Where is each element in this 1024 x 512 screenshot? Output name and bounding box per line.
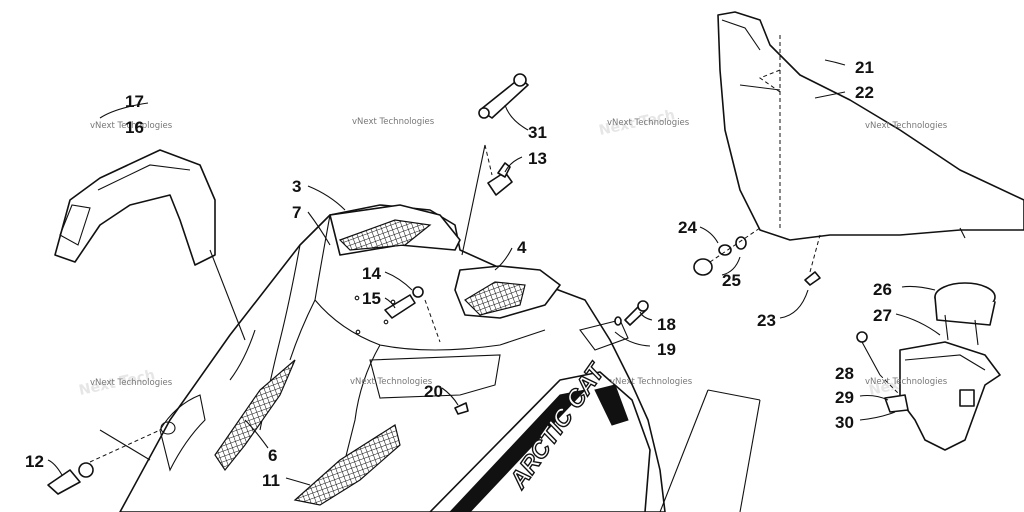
screw-23: [804, 234, 821, 286]
callout-13: 13: [528, 149, 547, 168]
callout-18: 18: [657, 315, 676, 334]
callout-17: 17: [125, 92, 144, 111]
callout-4: 4: [517, 238, 527, 257]
watermark-3: vNext Technologies: [607, 118, 690, 128]
windshield-fasteners: [693, 227, 761, 276]
grommet-part: [478, 73, 529, 119]
callout-15: 15: [362, 289, 381, 308]
callout-31: 31: [528, 123, 547, 142]
callout-22: 22: [855, 83, 874, 102]
watermark-6: vNext Technologies: [350, 377, 433, 387]
callout-30: 30: [835, 413, 854, 432]
callout-20: 20: [424, 382, 443, 401]
callout-27: 27: [873, 306, 892, 325]
callout-16: 16: [125, 118, 144, 137]
watermark-5: vNext Technologies: [90, 378, 173, 388]
callout-11: 11: [262, 471, 280, 490]
callout-7: 7: [292, 203, 301, 222]
callouts: 17 16 31 13 21 22 3 7 4 24 25 23 14 15 1…: [25, 58, 892, 490]
leader-lines: [47, 59, 941, 486]
screw-18: [614, 300, 649, 326]
toggle-switch: [487, 162, 513, 196]
hood: ARCTIC CAT: [119, 204, 666, 512]
watermark-7: vNext Technologies: [610, 377, 693, 387]
callout-26: 26: [873, 280, 892, 299]
windshield: [717, 11, 1024, 241]
side-handle: [54, 149, 216, 266]
callout-29: 29: [835, 388, 854, 407]
callout-14: 14: [362, 264, 381, 283]
callout-23: 23: [757, 311, 776, 330]
assembly-lines: [209, 144, 761, 512]
watermark-4: vNext Technologies: [865, 121, 948, 131]
gauge-assembly: [856, 282, 1001, 451]
callout-19: 19: [657, 340, 676, 359]
callout-3: 3: [292, 177, 301, 196]
callout-6: 6: [268, 446, 277, 465]
callout-12: 12: [25, 452, 44, 471]
callout-28: 28: [835, 364, 854, 383]
small-fasteners: [47, 286, 469, 495]
watermark-2: vNext Technologies: [352, 117, 435, 127]
callout-21: 21: [855, 58, 874, 77]
watermark-8: vNext Technologies: [865, 377, 948, 387]
watermark-1: vNext Technologies: [90, 121, 173, 131]
watermarks: vNext Technologies vNext Technologies vN…: [90, 117, 948, 388]
callout-24: 24: [678, 218, 697, 237]
callout-25: 25: [722, 271, 741, 290]
